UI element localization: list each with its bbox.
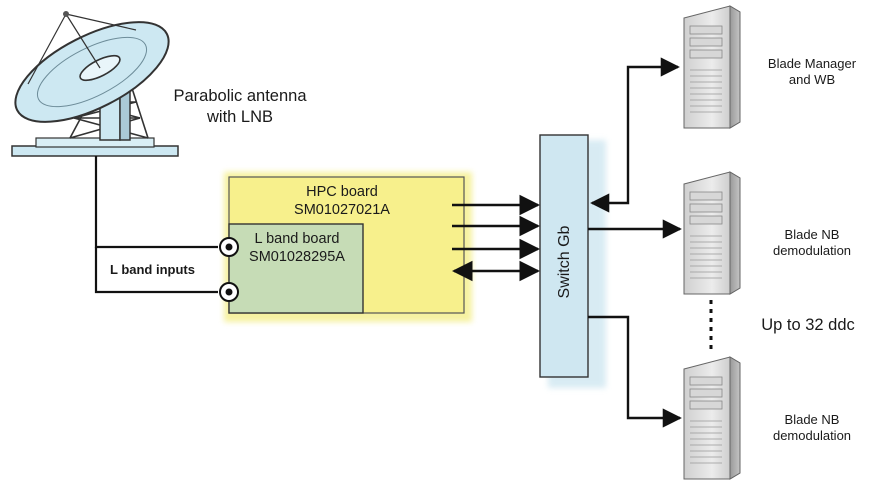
lband-board-name: L band board — [236, 230, 358, 248]
hpc-board-name: HPC board — [262, 183, 422, 201]
server-label-nb-2: Blade NB demodulation — [752, 412, 872, 445]
antenna-label: Parabolic antenna with LNB — [150, 86, 330, 127]
hpc-board-code: SM01027021A — [262, 201, 422, 219]
ddc-note: Up to 32 ddc — [738, 315, 878, 336]
server-icon — [684, 172, 740, 294]
server-icon — [684, 357, 740, 479]
lband-board-code: SM01028295A — [236, 248, 358, 266]
parabolic-antenna-icon — [1, 2, 183, 156]
lband-connector-icon — [220, 283, 238, 301]
server-label-nb-1: Blade NB demodulation — [752, 227, 872, 260]
server-label-manager: Blade Manager and WB — [752, 56, 872, 89]
server-icon — [684, 6, 740, 128]
lband-inputs-label: L band inputs — [110, 262, 230, 278]
switch-label: Switch Gb — [556, 212, 576, 312]
